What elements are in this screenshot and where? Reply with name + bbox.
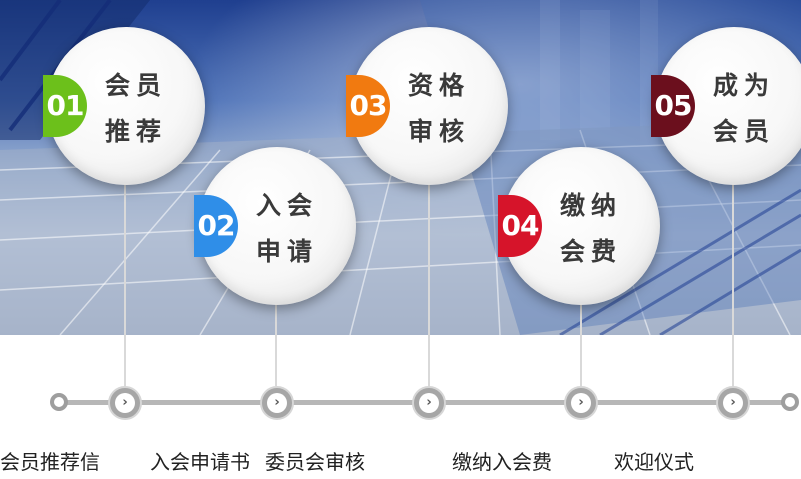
timeline-label: 欢迎仪式 xyxy=(614,450,694,474)
timeline-label: 缴纳入会费 xyxy=(452,450,552,474)
step-number-badge: 05 xyxy=(651,75,695,137)
timeline-node[interactable]: › xyxy=(564,386,598,420)
timeline-label: 会员推荐信 xyxy=(0,450,100,474)
timeline-node[interactable]: › xyxy=(260,386,294,420)
timeline-end-dot xyxy=(781,393,799,411)
step-number-badge: 04 xyxy=(498,195,542,257)
chevron-right-icon: › xyxy=(571,393,591,413)
step-bubble-03: 03 资格 审核 xyxy=(346,27,508,185)
connector-line xyxy=(124,183,126,386)
connector-line xyxy=(732,183,734,386)
timeline-node[interactable]: › xyxy=(412,386,446,420)
step-number-badge: 03 xyxy=(346,75,390,137)
step-bubble-05: 05 成为 会员 xyxy=(651,27,801,185)
step-bubble-02: 02 入会 申请 xyxy=(194,147,356,305)
step-number-badge: 02 xyxy=(194,195,238,257)
step-title: 缴纳 会费 xyxy=(560,191,623,266)
timeline-start-dot xyxy=(50,393,68,411)
chevron-right-icon: › xyxy=(723,393,743,413)
timeline-label: 入会申请书 xyxy=(150,450,250,474)
step-number-badge: 01 xyxy=(43,75,87,137)
timeline-label: 委员会审核 xyxy=(265,450,365,474)
step-bubble-04: 04 缴纳 会费 xyxy=(498,147,660,305)
step-title: 入会 申请 xyxy=(256,191,319,266)
connector-line xyxy=(275,300,277,386)
step-title: 资格 审核 xyxy=(408,71,471,146)
chevron-right-icon: › xyxy=(267,393,287,413)
chevron-right-icon: › xyxy=(419,393,439,413)
step-bubble-01: 01 会员 推荐 xyxy=(43,27,205,185)
connector-line xyxy=(428,183,430,386)
chevron-right-icon: › xyxy=(115,393,135,413)
step-title: 会员 推荐 xyxy=(105,71,168,146)
timeline-node[interactable]: › xyxy=(716,386,750,420)
connector-line xyxy=(580,300,582,386)
timeline-node[interactable]: › xyxy=(108,386,142,420)
step-title: 成为 会员 xyxy=(713,71,776,146)
